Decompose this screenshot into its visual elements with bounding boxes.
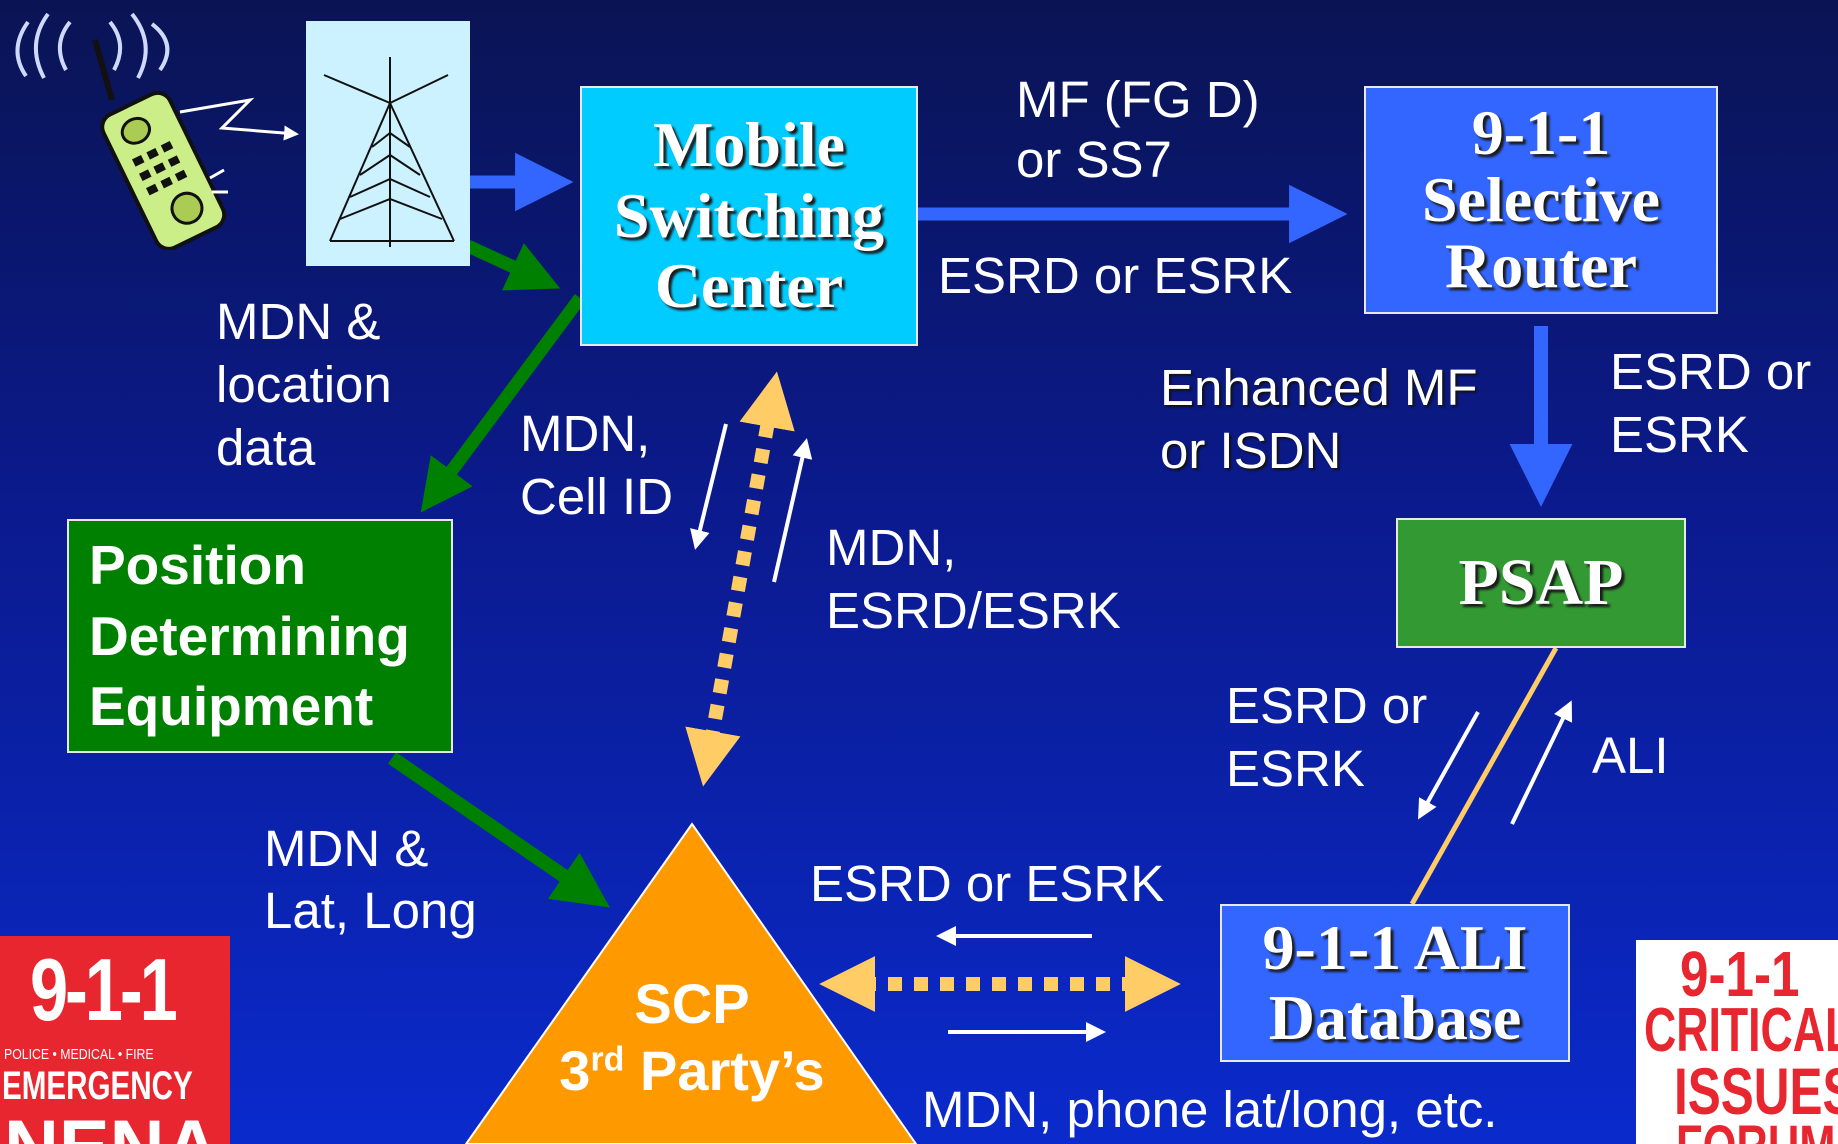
arrow-msg-msc-to-scp <box>690 423 728 550</box>
nena-logo-tagline: POLICE • MEDICAL • FIRE <box>4 1046 154 1063</box>
label-mdn-latlong: MDN & Lat, Long <box>264 820 477 940</box>
arrow-tower-to-msc-green <box>465 240 561 291</box>
cell-tower-box <box>306 21 470 266</box>
arrow-msg-psap-to-ali <box>1418 711 1480 820</box>
critical-logo-line1: CRITICAL <box>1644 996 1838 1065</box>
label-enhanced-mf: Enhanced MF or ISDN <box>1160 359 1478 480</box>
label-esrd-esrk-psap: ESRD or ESRK <box>1226 677 1428 798</box>
critical-logo-line3: FORUM <box>1676 1118 1835 1144</box>
pde-box[interactable]: Position Determining Equipment <box>67 519 453 753</box>
label-esrd-esrk-top: ESRD or ESRK <box>938 247 1293 304</box>
label-mdn-esrd-esrk: MDN, ESRD/ESRK <box>826 519 1121 640</box>
critical-logo-number: 9-1-1 <box>1680 940 1800 1010</box>
scp-label-ordinal-suffix: rd <box>590 1040 625 1079</box>
label-mdn-location: MDN & location data <box>216 293 392 477</box>
arrow-msc-scp-dotted <box>685 371 795 787</box>
psap-box[interactable]: PSAP <box>1396 518 1686 648</box>
scp-label: SCP 3rd Party’s <box>520 970 864 1104</box>
arrow-msg-ali-to-psap <box>1510 700 1573 825</box>
ali-database-label: 9-1-1 ALI Database <box>1262 911 1528 1053</box>
cell-tower-icon <box>323 57 455 247</box>
nena-logo-emergency: EMERGENCY <box>2 1064 193 1108</box>
selective-router-box[interactable]: 9-1-1 Selective Router <box>1364 86 1718 314</box>
scp-label-line2: 3rd Party’s <box>520 1037 864 1104</box>
link-psap-ali <box>1409 646 1559 906</box>
cell-phone-icon <box>15 12 228 250</box>
nena-logo-number: 9-1-1 <box>30 940 178 1039</box>
arrow-pde-to-scp <box>388 752 610 908</box>
label-mdn-cellid: MDN, Cell ID <box>520 405 674 526</box>
scp-label-party: Party’s <box>624 1039 825 1103</box>
scp-label-line1: SCP <box>634 972 750 1035</box>
scp-label-ordinal: 3 <box>559 1039 591 1103</box>
label-mf-fgd: MF (FG D) or SS7 <box>1016 71 1260 188</box>
arrow-msg-scp-to-msc <box>772 438 813 583</box>
scp-triangle[interactable] <box>464 822 918 1144</box>
label-esrd-esrk-right: ESRD or ESRK <box>1610 343 1812 464</box>
msc-box[interactable]: Mobile Switching Center <box>580 86 918 346</box>
nena-logo-name: NENA <box>4 1110 219 1144</box>
critical-issues-forum-logo: 9-1-1 CRITICAL ISSUES FORUM <box>1636 940 1838 1144</box>
psap-label: PSAP <box>1458 545 1624 619</box>
msc-label: Mobile Switching Center <box>613 109 885 322</box>
arrow-msc-to-pde <box>420 294 586 513</box>
ali-database-box[interactable]: 9-1-1 ALI Database <box>1220 904 1570 1062</box>
label-mdn-phone: MDN, phone lat/long, etc. <box>922 1081 1498 1138</box>
pde-label: Position Determining Equipment <box>89 534 410 738</box>
nena-logo: 9-1-1 POLICE • MEDICAL • FIRE EMERGENCY … <box>0 936 230 1144</box>
label-esrd-esrk-bottom: ESRD or ESRK <box>810 855 1165 912</box>
critical-logo-line2: ISSUES <box>1674 1054 1838 1128</box>
label-ali: ALI <box>1592 727 1669 784</box>
radio-link-zigzag <box>179 97 299 141</box>
selective-router-label: 9-1-1 Selective Router <box>1421 97 1661 302</box>
